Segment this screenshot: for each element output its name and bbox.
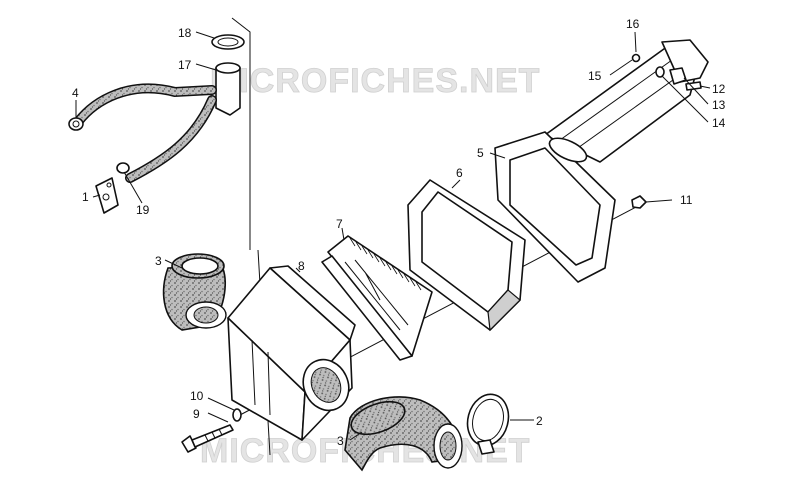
callout-13: 13: [712, 98, 726, 112]
leader-lines: [75, 31, 711, 441]
part-19-lower-hose: [116, 95, 217, 183]
callout-5: 5: [477, 146, 484, 160]
part-7-filter-element: [321, 235, 433, 361]
callout-3-upper: 3: [155, 254, 162, 268]
part-17-t-fitting: [215, 62, 241, 116]
callout-7: 7: [336, 217, 343, 231]
part-18-ring: [211, 34, 245, 50]
part-3-upper-intake-boot: [162, 253, 227, 331]
part-6-filter-frame: [407, 179, 526, 332]
callout-3-lower: 3: [337, 434, 344, 448]
callout-15: 15: [588, 69, 602, 83]
part-8-airbox: [227, 265, 356, 441]
callout-19: 19: [136, 203, 150, 217]
part-3-lower-intake-boot: [344, 396, 463, 472]
callout-18: 18: [178, 26, 192, 40]
callout-10: 10: [190, 389, 204, 403]
part-1-bracket: [95, 177, 119, 214]
callout-16: 16: [626, 17, 640, 31]
callout-labels: 18 17 4 1 19 3 8 7 6 5 11 12 13 14 15 16…: [72, 17, 726, 448]
part-10-washer: [232, 408, 242, 422]
part-11-nut: [631, 195, 647, 209]
callout-6: 6: [456, 166, 463, 180]
watermark-top: MICROFICHES.NET: [210, 62, 540, 100]
callout-17: 17: [178, 58, 192, 72]
part-4-breather-hose: [68, 83, 217, 131]
callout-11: 11: [680, 193, 693, 207]
part-2-hose-clamp: [466, 393, 510, 455]
callout-4: 4: [72, 86, 79, 100]
callout-14: 14: [712, 116, 726, 130]
callout-1: 1: [82, 190, 89, 204]
callout-12: 12: [712, 82, 726, 96]
parts-12-16-hardware: [631, 53, 702, 91]
part-9-bolt: [181, 424, 234, 453]
callout-9: 9: [193, 407, 200, 421]
callout-8: 8: [298, 259, 305, 273]
callout-2: 2: [536, 414, 543, 428]
